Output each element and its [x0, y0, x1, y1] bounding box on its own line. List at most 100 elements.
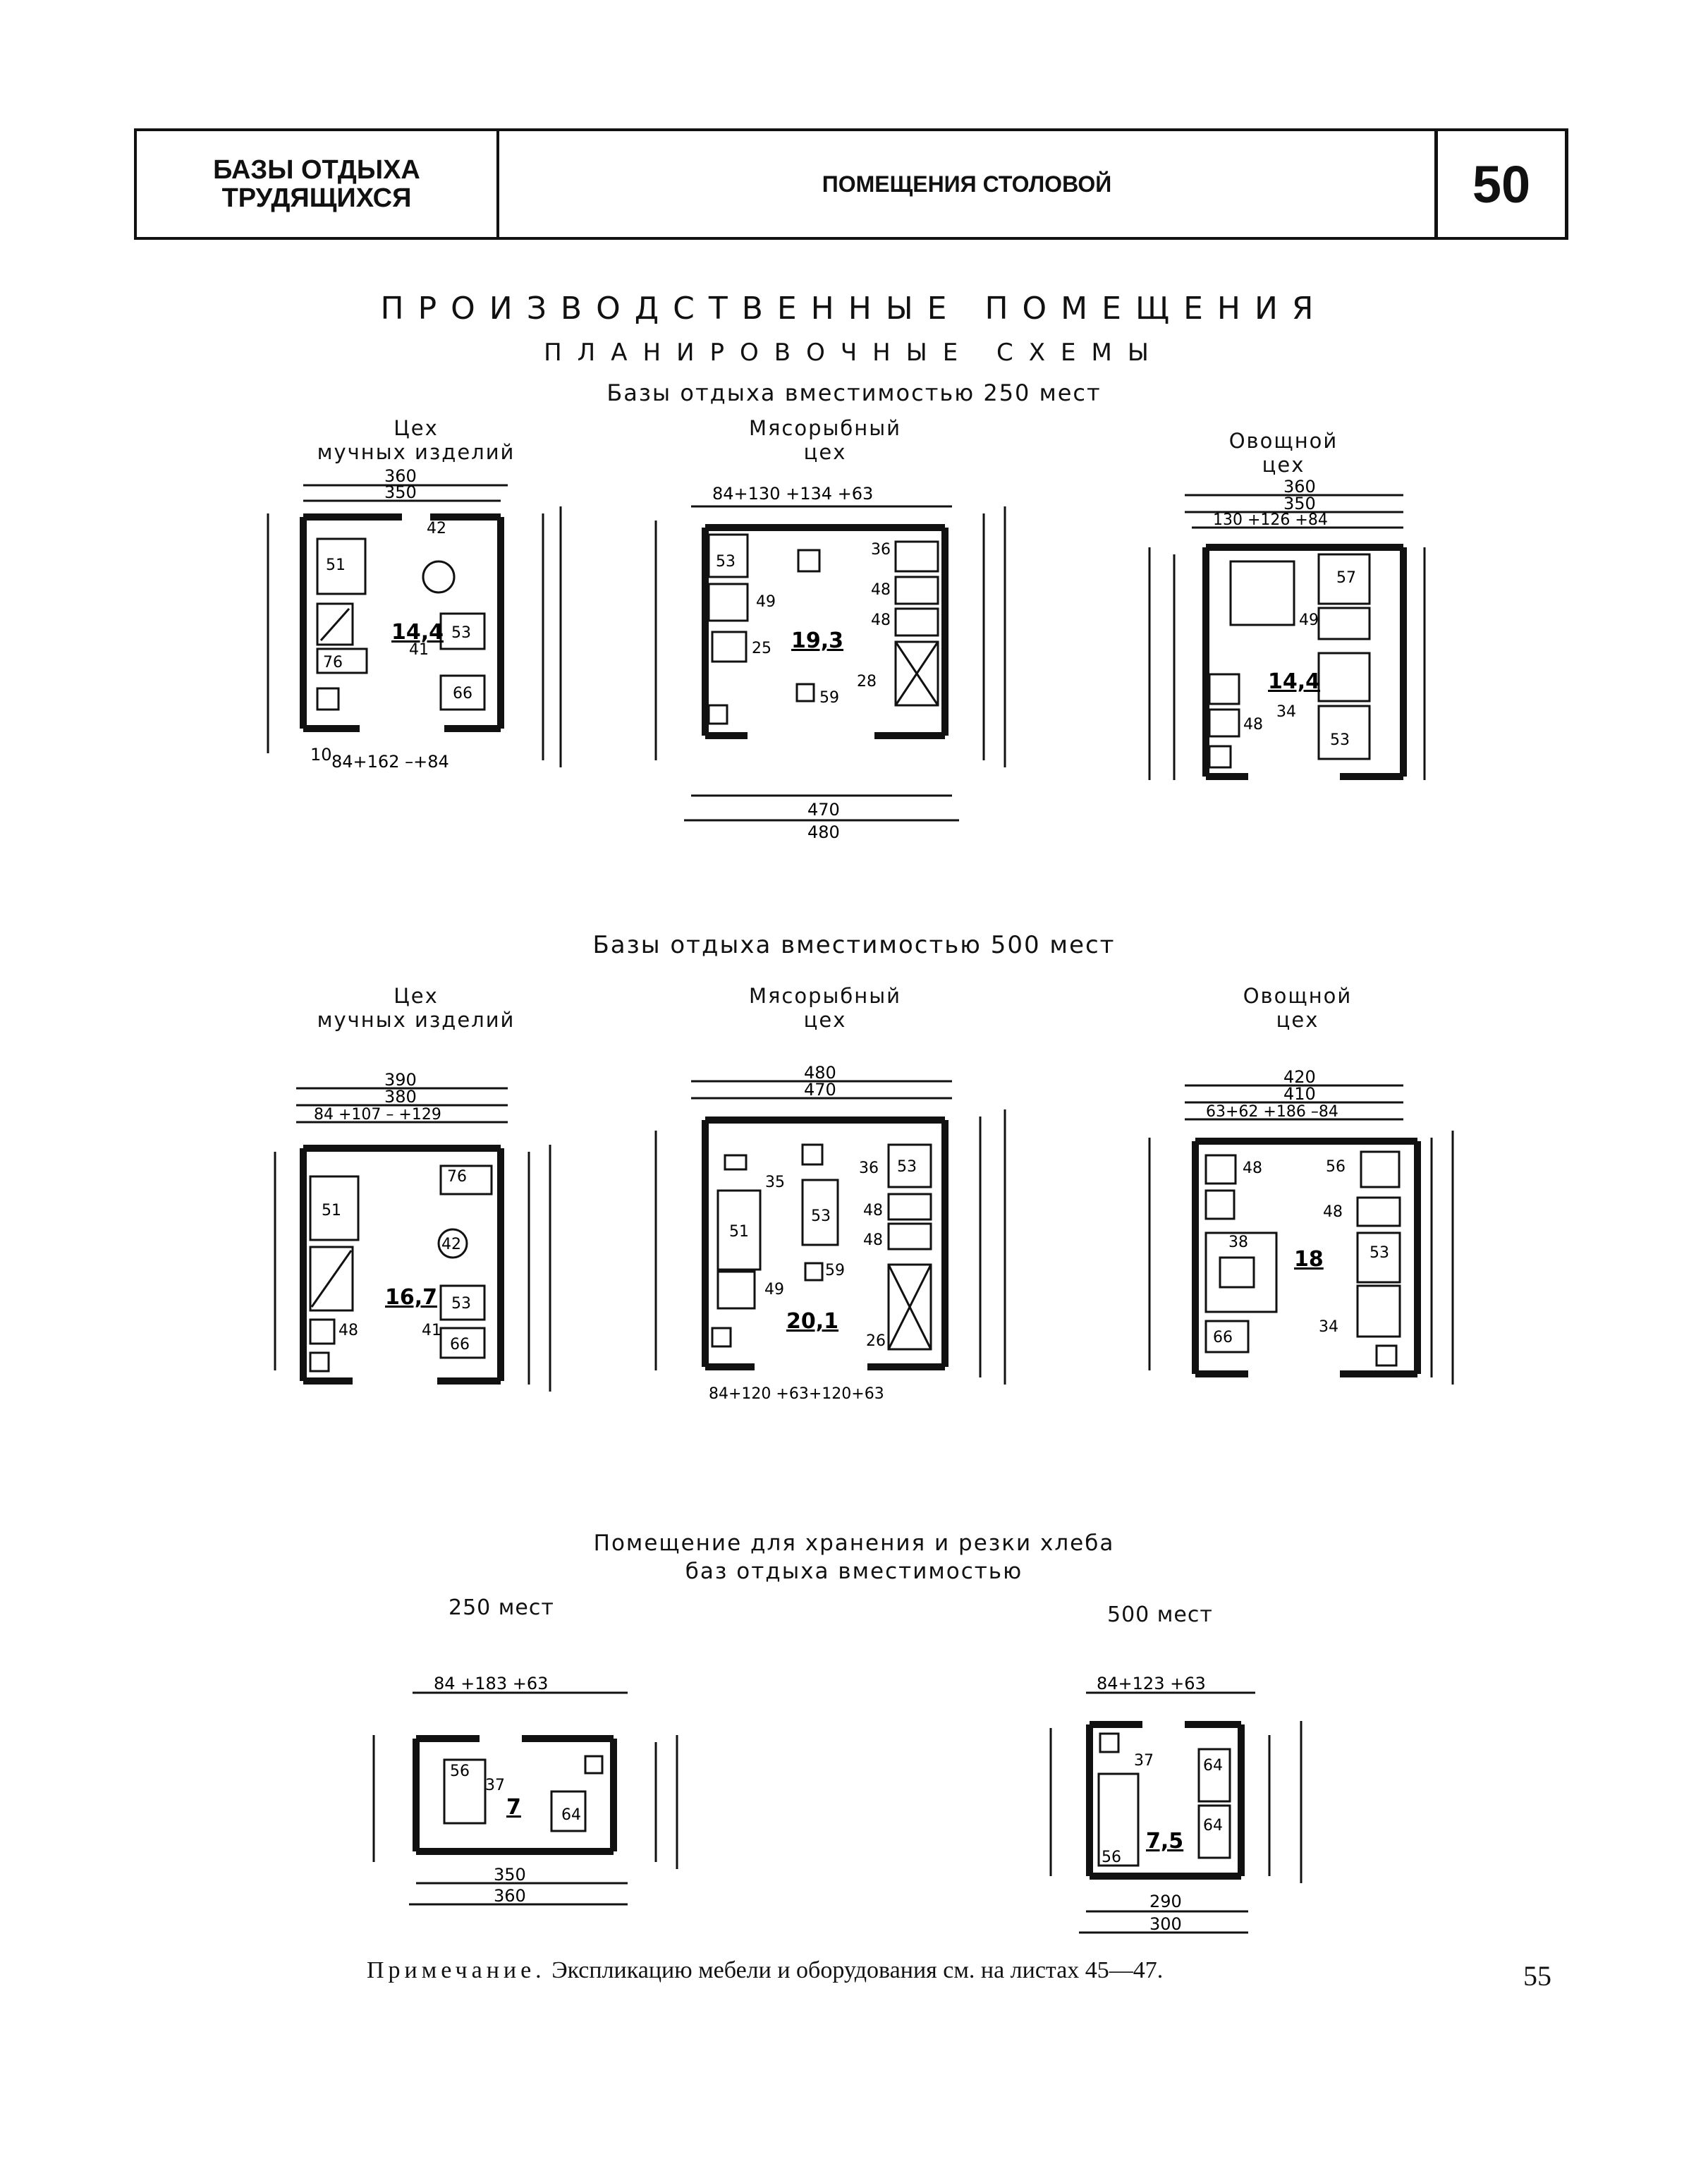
- svg-text:48: 48: [871, 612, 891, 629]
- svg-text:380: 380: [384, 1087, 417, 1107]
- plan-label-line2: цех: [803, 440, 847, 464]
- bread-caption-500: 500 мест: [1107, 1602, 1213, 1627]
- bread-section-heading-line1: Помещение для хранения и резки хлеба: [593, 1531, 1115, 1556]
- svg-text:25: 25: [752, 640, 771, 657]
- svg-text:53: 53: [451, 1295, 471, 1313]
- plan-label-line1: Овощной: [1243, 984, 1353, 1008]
- page-subtitle: ПЛАНИРОВОЧНЫЕ СХЕМЫ: [544, 339, 1164, 367]
- svg-text:41: 41: [409, 641, 429, 659]
- room-area: 16,7: [385, 1285, 437, 1310]
- svg-text:290: 290: [1149, 1892, 1182, 1911]
- svg-text:84+130 +134 +63: 84+130 +134 +63: [712, 484, 873, 504]
- svg-text:360: 360: [1283, 477, 1316, 497]
- room-area: 19,3: [791, 628, 843, 653]
- svg-text:38: 38: [1228, 1234, 1248, 1251]
- svg-text:53: 53: [1370, 1244, 1389, 1262]
- svg-text:66: 66: [450, 1336, 470, 1353]
- svg-text:53: 53: [451, 624, 471, 642]
- room-area: 7,5: [1146, 1829, 1183, 1854]
- svg-text:64: 64: [1203, 1817, 1223, 1835]
- svg-text:48: 48: [863, 1231, 883, 1249]
- bread-section-heading-line2: баз отдыха вместимостью: [685, 1559, 1023, 1584]
- svg-text:350: 350: [1283, 494, 1316, 513]
- svg-text:53: 53: [716, 553, 736, 571]
- page-number: 55: [1523, 1960, 1551, 1992]
- svg-text:64: 64: [561, 1806, 581, 1824]
- header-series-line2: ТРУДЯЩИХСЯ: [221, 183, 412, 213]
- header-sheet-number: 50: [1434, 131, 1568, 237]
- svg-text:56: 56: [1326, 1158, 1346, 1176]
- svg-text:48: 48: [1243, 1160, 1262, 1177]
- svg-text:37: 37: [485, 1777, 505, 1794]
- svg-text:360: 360: [494, 1886, 526, 1906]
- plan-label-line2: цех: [1262, 453, 1305, 477]
- group-250-heading: Базы отдыха вместимостью 250 мест: [606, 379, 1102, 406]
- room-area: 18: [1294, 1247, 1324, 1272]
- svg-text:66: 66: [1213, 1329, 1233, 1346]
- svg-text:59: 59: [825, 1262, 845, 1279]
- floor-plan-drawing: 84+123 +63 7,5 37 56 64 64 290 300: [1049, 1674, 1303, 1934]
- svg-text:66: 66: [453, 685, 472, 702]
- plan-label-line1: Цех: [394, 984, 439, 1008]
- svg-text:76: 76: [447, 1168, 467, 1186]
- svg-text:480: 480: [807, 822, 840, 842]
- svg-text:48: 48: [871, 581, 891, 599]
- svg-text:350: 350: [494, 1865, 526, 1885]
- header-section-title: ПОМЕЩЕНИЯ СТОЛОВОЙ: [822, 171, 1112, 197]
- svg-text:51: 51: [322, 1202, 341, 1219]
- svg-text:53: 53: [1330, 731, 1350, 749]
- svg-text:56: 56: [450, 1763, 470, 1780]
- svg-text:84 +107 – +129: 84 +107 – +129: [314, 1106, 441, 1124]
- footnote-lead: Примечание.: [367, 1957, 546, 1983]
- svg-text:59: 59: [819, 689, 839, 707]
- plan-label-line2: мучных изделий: [317, 440, 516, 464]
- svg-text:34: 34: [1319, 1318, 1338, 1336]
- page-title: ПРОИЗВОДСТВЕННЫЕ ПОМЕЩЕНИЯ: [380, 291, 1328, 327]
- svg-text:300: 300: [1149, 1914, 1182, 1934]
- bread-caption-250: 250 мест: [449, 1595, 554, 1620]
- room-area: 20,1: [786, 1309, 838, 1334]
- footnote-text: Экспликацию мебели и оборудования см. на…: [545, 1957, 1164, 1983]
- svg-text:36: 36: [859, 1160, 879, 1177]
- footnote: Примечание. Экспликацию мебели и оборудо…: [367, 1957, 1163, 1984]
- svg-text:34: 34: [1276, 703, 1296, 721]
- svg-text:37: 37: [1134, 1752, 1154, 1770]
- svg-text:84 +183 +63: 84 +183 +63: [434, 1674, 548, 1693]
- svg-text:36: 36: [871, 541, 891, 559]
- room-area: 14,4: [1268, 669, 1320, 694]
- svg-text:26: 26: [866, 1332, 886, 1350]
- svg-text:470: 470: [807, 800, 840, 820]
- svg-text:84+123 +63: 84+123 +63: [1097, 1674, 1206, 1693]
- plan-label-line2: цех: [803, 1008, 847, 1032]
- svg-text:56: 56: [1102, 1849, 1121, 1866]
- room-area: 7: [506, 1795, 521, 1820]
- svg-text:49: 49: [1299, 612, 1319, 629]
- svg-text:360: 360: [384, 466, 417, 486]
- plan-label-line2: мучных изделий: [317, 1008, 516, 1032]
- svg-text:480: 480: [804, 1063, 836, 1083]
- svg-text:49: 49: [756, 593, 776, 611]
- svg-text:28: 28: [857, 673, 877, 690]
- svg-text:64: 64: [1203, 1757, 1223, 1775]
- room-area: 14,4: [391, 620, 444, 645]
- svg-text:84+120 +63+120+63: 84+120 +63+120+63: [709, 1385, 884, 1403]
- plan-bread-500: 84+123 +63 7,5 37 56 64 64 290 300: [1023, 1650, 1389, 1954]
- plan-label-line2: цех: [1276, 1008, 1319, 1032]
- svg-text:420: 420: [1283, 1067, 1316, 1087]
- svg-text:42: 42: [427, 520, 446, 537]
- svg-text:470: 470: [804, 1080, 836, 1100]
- svg-text:53: 53: [811, 1207, 831, 1225]
